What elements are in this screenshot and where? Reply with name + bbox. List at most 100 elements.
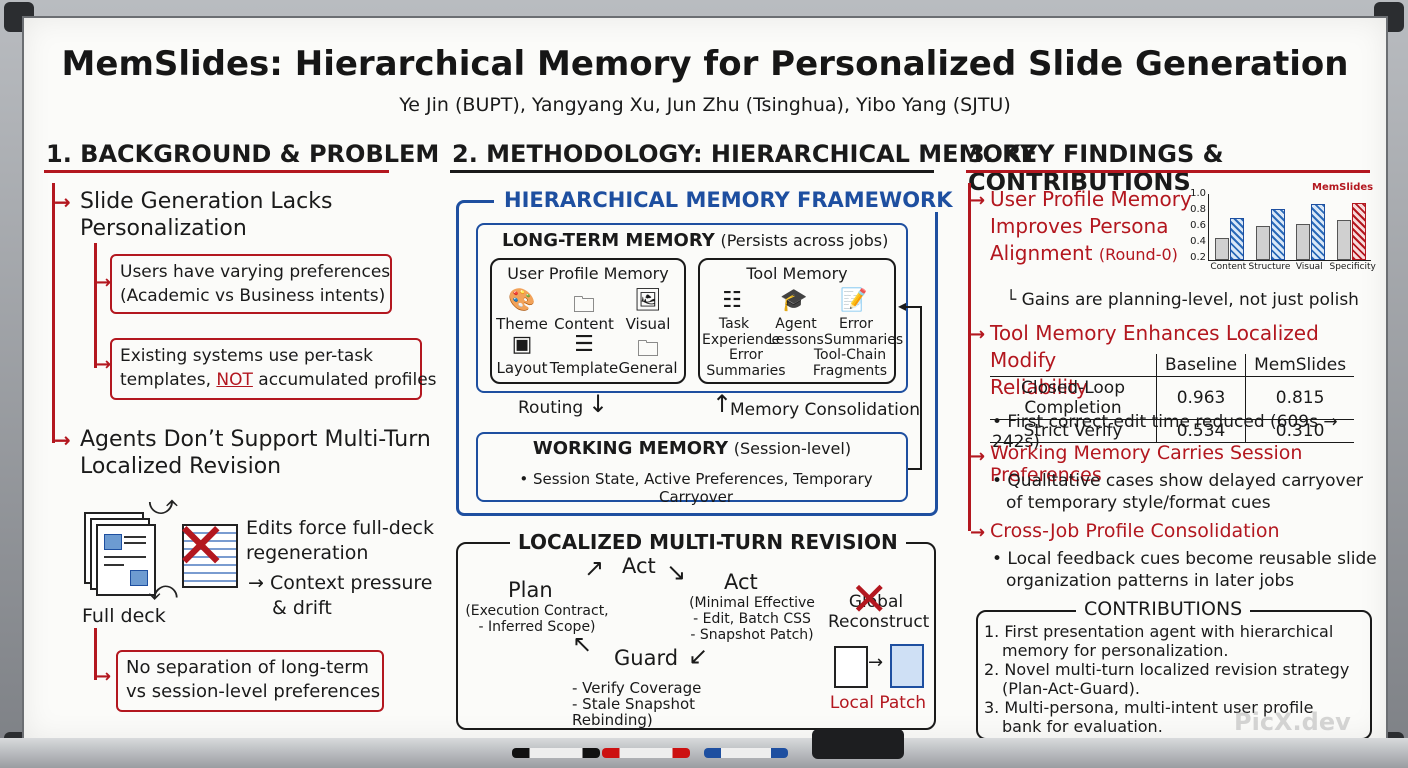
bar-baseline-structure xyxy=(1255,225,1270,260)
y-tick: 0.8 xyxy=(1190,204,1206,215)
problem-box-templates xyxy=(110,338,422,400)
bar-baseline-visual xyxy=(1296,223,1311,260)
checklist-icon: ☷ xyxy=(722,288,742,313)
revision-title: LOCALIZED MULTI-TURN REVISION xyxy=(510,530,906,554)
upm-visual: Visual xyxy=(625,315,671,333)
finding-4-note: • Local feedback cues become reusable sl… xyxy=(992,549,1377,591)
graduation-cap-icon: 🎓 xyxy=(780,288,808,313)
arrow-icon: ↘ xyxy=(666,558,687,586)
table-cell: Closed-Loop Completion xyxy=(990,376,1157,420)
memory-consolidation-label: Memory Consolidation xyxy=(730,400,921,420)
heading-underline xyxy=(450,170,934,173)
template-icon: ☰ xyxy=(574,332,594,357)
act-label: Act xyxy=(622,554,656,578)
table-header-memslides: MemSlides xyxy=(1245,354,1355,377)
arrow-down-icon: ↓ xyxy=(588,390,609,418)
patched-slide-icon xyxy=(890,644,924,688)
long-term-memory-box xyxy=(476,223,908,393)
results-table: Baseline MemSlides Closed-Loop Completio… xyxy=(990,354,1355,443)
arrow-icon: ↖ xyxy=(572,630,593,658)
layout-icon: ▣ xyxy=(511,332,533,357)
finding-1: User Profile Memory Improves Persona Ali… xyxy=(990,187,1192,265)
upm-content: Content xyxy=(554,315,614,333)
cross-out-icon: ✕ xyxy=(850,572,889,626)
tool-chain-fragments: Tool-Chain Fragments xyxy=(812,347,888,379)
upm-template: Template xyxy=(549,359,619,377)
table-row: Strict Verify 0.534 0.310 xyxy=(990,419,1355,443)
arrow-right-icon: → xyxy=(868,652,884,673)
table-cell: 0.815 xyxy=(1245,376,1355,420)
chart-legend-memslides: MemSlides xyxy=(1312,182,1374,193)
upm-title: User Profile Memory xyxy=(507,264,669,283)
bar-memslides-content xyxy=(1230,218,1245,260)
bracket-line xyxy=(94,243,97,368)
arrow-icon: → xyxy=(970,446,986,467)
plan-sub: (Execution Contract, - Inferred Scope) xyxy=(465,603,609,635)
cross-out-icon: ✕ xyxy=(174,510,228,584)
global-reconstruct: Global Reconstruct xyxy=(828,592,930,632)
folder-icon: 🗀 xyxy=(572,293,595,318)
curved-arrow-icon: ⤺ xyxy=(148,574,178,607)
arrow-icon: → xyxy=(970,522,986,543)
arrow-icon: ↙ xyxy=(688,642,709,670)
table-row: Closed-Loop Completion 0.963 0.815 xyxy=(990,376,1355,420)
section-methodology-heading: 2. METHODOLOGY: HIERARCHICAL MEMORY xyxy=(452,140,1038,168)
bar-baseline-content xyxy=(1215,237,1230,260)
poster-authors: Ye Jin (BUPT), Yangyang Xu, Jun Zhu (Tsi… xyxy=(399,94,1011,116)
arrow-icon: → xyxy=(54,428,71,452)
arrow-icon: → xyxy=(970,324,986,345)
table-cell: 0.963 xyxy=(1155,376,1247,420)
slide-icon xyxy=(96,524,156,596)
table-cell: 0.310 xyxy=(1245,419,1355,443)
bar-memslides-structure xyxy=(1270,209,1285,260)
tool-memory-title: Tool Memory xyxy=(746,264,848,283)
x-tick-label: Specificity xyxy=(1329,262,1376,272)
x-tick-label: Content xyxy=(1210,262,1247,272)
red-marker xyxy=(602,748,690,758)
problem-box-preferences xyxy=(110,254,392,314)
tool-task-experience: Task Experience xyxy=(702,316,781,348)
y-tick: 0.4 xyxy=(1190,236,1206,247)
user-profile-memory-box xyxy=(490,258,686,384)
full-deck-label: Full deck xyxy=(82,605,166,627)
working-memory-box xyxy=(476,432,908,502)
black-marker xyxy=(512,748,600,758)
wm-heading: WORKING MEMORY (Session-level) xyxy=(532,438,852,459)
x-tick-label: Structure xyxy=(1248,262,1291,272)
problem-box-templates-text: Existing systems use per-task templates,… xyxy=(120,346,437,390)
ltm-heading: LONG-TERM MEMORY (Persists across jobs) xyxy=(502,230,889,251)
tool-memory-box xyxy=(698,258,896,384)
image-icon: 🖼 xyxy=(634,288,662,313)
blue-marker xyxy=(704,748,788,758)
finding-1-note: └ Gains are planning-level, not just pol… xyxy=(1006,290,1359,310)
problem-box-preferences-text: Users have varying preferences(Academic … xyxy=(120,262,391,306)
table-cell: Strict Verify xyxy=(990,419,1157,443)
tool-error-summaries: Error Summaries xyxy=(824,316,904,348)
act-label-2: Act xyxy=(724,570,758,594)
problem-box-separation xyxy=(116,650,384,712)
y-tick: 0.6 xyxy=(1190,220,1206,231)
context-pressure: → Context pressure& drift xyxy=(248,572,433,619)
document-edit-icon: 📝 xyxy=(840,288,868,313)
arrow-icon: → xyxy=(96,666,112,687)
watermark: PicX.dev xyxy=(1234,708,1351,736)
routing-label: Routing xyxy=(518,398,584,418)
slide-icon xyxy=(834,646,868,688)
arrow-up-icon: ↑ xyxy=(712,390,733,418)
section-background-heading: 1. BACKGROUND & PROBLEM xyxy=(46,140,440,168)
upm-layout: Layout xyxy=(496,359,548,377)
finding-2-note: • First correct edit time reduced (609s … xyxy=(992,412,1338,452)
arrow-icon: → xyxy=(96,354,112,375)
act-sub: (Minimal Effective - Edit, Batch CSS - S… xyxy=(689,595,815,643)
loop-arrow-icon: ◂ xyxy=(898,296,907,315)
poster-title: MemSlides: Hierarchical Memory for Perso… xyxy=(61,44,1349,84)
table-header-baseline: Baseline xyxy=(1155,354,1247,377)
arrow-icon: ↗ xyxy=(584,554,605,582)
whiteboard: MemSlides: Hierarchical Memory for Perso… xyxy=(22,16,1388,742)
framework-title: HIERARCHICAL MEMORY FRAMEWORK xyxy=(494,188,963,212)
